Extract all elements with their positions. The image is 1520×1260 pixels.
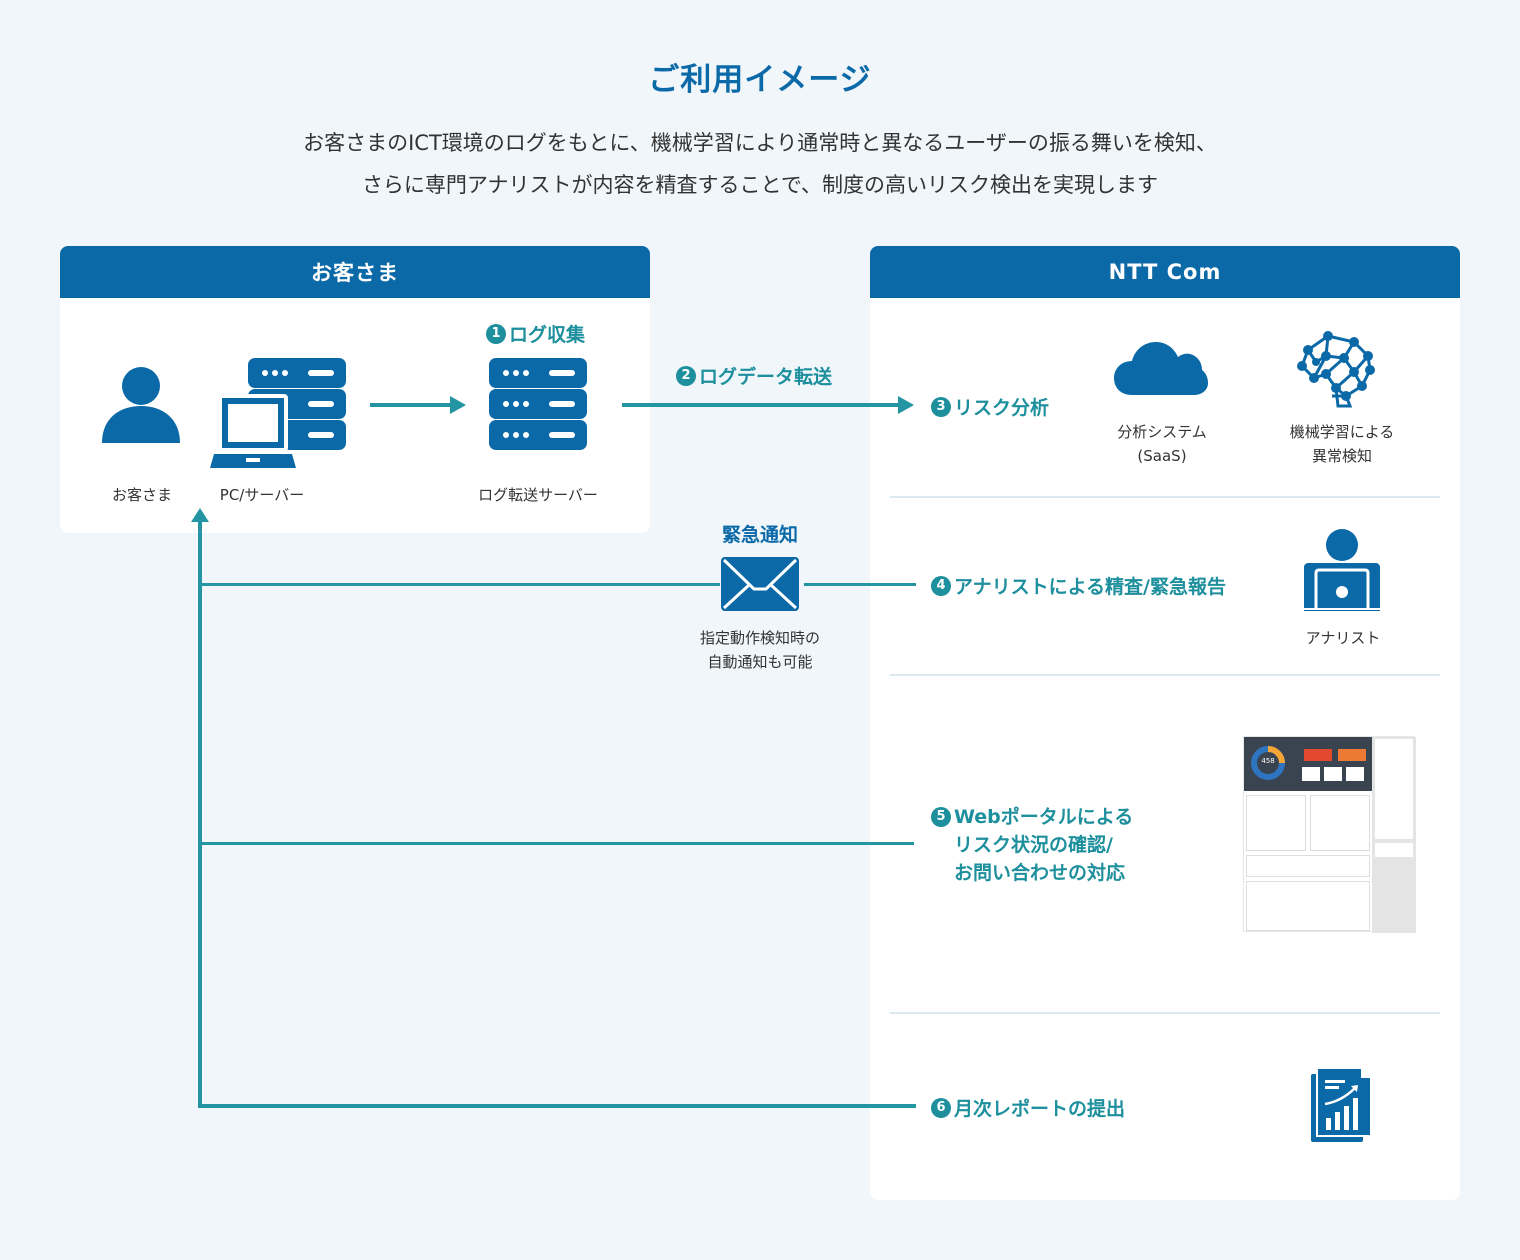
return-flow-arrow-head — [191, 508, 209, 522]
arrow-collect-head — [450, 396, 466, 414]
ml-detection-label-line2: 異常検知 — [1311, 447, 1372, 465]
step-1-label: ログ収集 — [509, 324, 586, 346]
return-flow-vertical-line — [198, 520, 202, 1108]
notify-line-left — [198, 583, 720, 586]
arrow-collect-line — [370, 403, 452, 407]
step-4-number: 4 — [931, 575, 951, 596]
step-5-web-portal: 5 Webポータルによる リスク状況の確認/ お問い合わせの対応 — [931, 803, 1133, 887]
analyst-label: アナリスト — [1305, 629, 1381, 647]
mail-icon — [721, 557, 799, 611]
step-3-number: 3 — [931, 396, 951, 417]
divider-1 — [890, 496, 1440, 498]
step-5-line3: お問い合わせの対応 — [954, 862, 1126, 884]
ntt-panel: NTT Com — [870, 246, 1460, 1200]
portal-donut-chart — [1251, 746, 1285, 780]
step-5-line2: リスク状況の確認/ — [954, 834, 1113, 856]
portal-side-box — [1375, 843, 1413, 857]
emergency-notice-note: 指定動作検知時の 自動通知も可能 — [680, 626, 840, 674]
report-flow-line — [198, 1104, 916, 1108]
neural-brain-icon — [1296, 326, 1392, 410]
server-icon — [489, 358, 587, 450]
step-6-label: 月次レポートの提出 — [954, 1098, 1126, 1120]
person-icon — [102, 366, 180, 444]
portal-stat-3 — [1346, 767, 1364, 781]
portal-summary-panel: 458 — [1244, 737, 1372, 791]
portal-list-2 — [1310, 795, 1370, 851]
page-title: ご利用イメージ — [648, 62, 872, 98]
step-3-risk-analysis: 3 リスク分析 — [931, 393, 1049, 420]
portal-alert-orange — [1338, 749, 1366, 761]
step-2-log-transfer: 2 ログデータ転送 — [676, 362, 832, 389]
subtitle-line-2: さらに専門アナリストが内容を精査することで、制度の高いリスク検出を実現します — [361, 173, 1159, 197]
web-portal-screenshot: 458 — [1243, 736, 1416, 933]
analyst-laptop-icon — [1304, 529, 1380, 613]
page-subtitle: お客さまのICT環境のログをもとに、機械学習により通常時と異なるユーザーの振る舞… — [0, 122, 1520, 206]
step-2-label: ログデータ転送 — [699, 366, 833, 388]
divider-2 — [890, 674, 1440, 676]
laptop-server-icon — [210, 358, 348, 470]
portal-stat-2 — [1324, 767, 1342, 781]
step-1-log-collection: 1 ログ収集 — [486, 320, 585, 347]
ml-detection-label: 機械学習による 異常検知 — [1280, 420, 1404, 468]
portal-table — [1246, 881, 1370, 931]
step-3-label: リスク分析 — [954, 397, 1050, 419]
analysis-system-label-line1: 分析システム — [1117, 423, 1207, 441]
divider-3 — [890, 1012, 1440, 1014]
step-4-analyst-review: 4 アナリストによる精査/緊急報告 — [931, 572, 1226, 599]
arrow-transfer-head — [898, 396, 914, 414]
notify-line-right — [804, 583, 916, 586]
pc-server-label: PC/サーバー — [219, 486, 305, 504]
emergency-notice-title: 緊急通知 — [721, 524, 798, 546]
arrow-transfer-line — [622, 403, 900, 407]
subtitle-line-1: お客さまのICT環境のログをもとに、機械学習により通常時と異なるユーザーの振る舞… — [303, 131, 1217, 155]
step-1-number: 1 — [486, 323, 506, 344]
step-6-monthly-report: 6 月次レポートの提出 — [931, 1094, 1125, 1121]
portal-inquiry-box — [1246, 855, 1370, 877]
analysis-system-label: 分析システム (SaaS) — [1100, 420, 1224, 468]
customer-panel-header: お客さま — [60, 246, 650, 298]
ntt-panel-header: NTT Com — [870, 246, 1460, 298]
step-6-number: 6 — [931, 1097, 951, 1118]
step-4-label: アナリストによる精査/緊急報告 — [954, 576, 1226, 598]
step-5-line1: Webポータルによる — [954, 806, 1134, 828]
portal-flow-line — [198, 842, 914, 845]
ml-detection-label-line1: 機械学習による — [1289, 423, 1395, 441]
portal-stat-1 — [1302, 767, 1320, 781]
analysis-system-label-line2: (SaaS) — [1137, 447, 1187, 465]
step-2-number: 2 — [676, 365, 696, 386]
customer-label: お客さま — [111, 486, 172, 504]
notice-note-line1: 指定動作検知時の — [699, 629, 820, 647]
portal-right-column — [1372, 737, 1416, 933]
portal-list-1 — [1246, 795, 1306, 851]
cloud-icon — [1114, 340, 1208, 396]
portal-alert-red — [1304, 749, 1332, 761]
report-chart-icon — [1311, 1068, 1373, 1144]
portal-user-list — [1375, 739, 1413, 839]
log-transfer-server-label: ログ転送サーバー — [478, 486, 598, 504]
step-5-number: 5 — [931, 807, 951, 827]
portal-donut-value: 458 — [1261, 757, 1275, 765]
notice-note-line2: 自動通知も可能 — [707, 653, 813, 671]
